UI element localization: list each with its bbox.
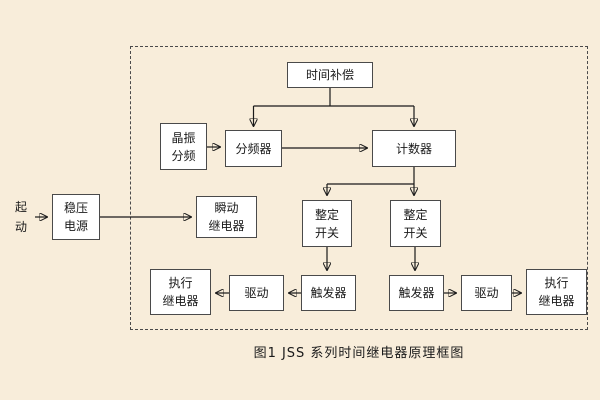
block-frequency-divider: 分频器	[225, 130, 282, 167]
block-trigger-right-label: 触发器	[398, 286, 435, 300]
block-crystal-line2: 分频	[171, 148, 196, 163]
block-setting-switch-left-line1: 整定	[314, 207, 339, 222]
block-time-compensation-label: 时间补偿	[305, 68, 354, 82]
block-trigger-right: 触发器	[389, 275, 444, 311]
block-setting-switch-right: 整定 开关	[390, 200, 441, 247]
block-exec-relay-right: 执行 继电器	[526, 269, 587, 315]
block-regulated-power-supply: 稳压 电源	[52, 194, 100, 240]
block-setting-switch-left: 整定 开关	[302, 200, 352, 247]
block-power-line1: 稳压	[63, 201, 88, 215]
block-setting-switch-right-line1: 整定	[403, 207, 428, 222]
block-counter-label: 计数器	[395, 141, 432, 156]
block-exec-relay-left-line2: 继电器	[162, 294, 199, 308]
block-instant-relay-line1: 瞬动	[214, 201, 239, 215]
block-exec-relay-right-line1: 执行	[544, 276, 569, 290]
block-power-line2: 电源	[63, 219, 88, 233]
block-trigger-left-label: 触发器	[310, 286, 347, 300]
block-exec-relay-left: 执行 继电器	[150, 269, 211, 315]
label-start-line2: 动	[14, 220, 27, 234]
block-crystal-frequency-divider: 晶振 分频	[160, 123, 207, 170]
block-trigger-left: 触发器	[301, 275, 356, 311]
block-crystal-line1: 晶振	[171, 130, 196, 145]
block-drive-right: 驱动	[461, 275, 512, 311]
block-drive-left-label: 驱动	[244, 286, 269, 300]
label-start-line1: 起	[14, 199, 27, 214]
block-setting-switch-left-line2: 开关	[314, 225, 339, 240]
figure-caption: 图1 JSS 系列时间继电器原理框图	[253, 346, 465, 361]
block-drive-right-label: 驱动	[474, 286, 499, 300]
dashed-boundary-frame	[130, 46, 588, 330]
block-frequency-divider-label: 分频器	[235, 141, 272, 156]
block-drive-left: 驱动	[229, 275, 284, 311]
label-start: 起 动	[8, 194, 34, 240]
block-counter: 计数器	[372, 130, 456, 167]
block-exec-relay-right-line2: 继电器	[538, 294, 575, 308]
block-instant-relay-line2: 继电器	[208, 219, 245, 233]
block-instant-relay: 瞬动 继电器	[196, 196, 257, 238]
block-setting-switch-right-line2: 开关	[403, 225, 428, 240]
block-time-compensation: 时间补偿	[287, 62, 373, 88]
block-exec-relay-left-line1: 执行	[168, 276, 193, 290]
